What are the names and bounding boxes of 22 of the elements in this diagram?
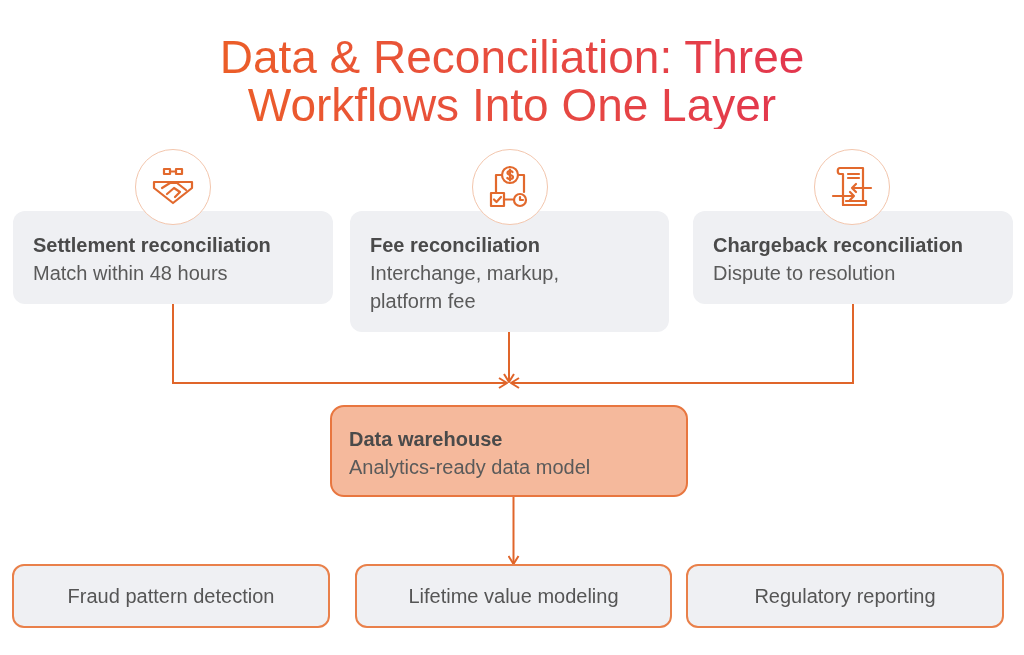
connector-arrow <box>507 496 520 565</box>
node-description: Analytics-ready data model <box>349 455 591 480</box>
node-description: Dispute to resolution <box>713 261 896 286</box>
node-title: Chargeback reconciliation <box>713 233 964 258</box>
process-card <box>350 211 669 332</box>
output-box <box>686 564 1004 628</box>
node-title: Data warehouse <box>349 427 503 452</box>
node-label: Fraud pattern detection <box>67 584 275 609</box>
node-title: Fee reconciliation <box>370 233 541 258</box>
highlighted-box <box>330 405 688 497</box>
node-description: Match within 48 hours <box>33 261 228 286</box>
output-box <box>355 564 672 628</box>
output-box <box>12 564 330 628</box>
node-title: Settlement reconciliation <box>33 233 271 258</box>
process-card <box>693 211 1013 304</box>
node-label: Lifetime value modeling <box>408 584 619 609</box>
connector-arrow <box>510 303 854 389</box>
connector-arrow <box>172 303 508 389</box>
connector-arrow <box>503 331 515 383</box>
process-card <box>13 211 333 304</box>
node-description: Interchange, markup, platform fee <box>370 261 560 314</box>
node-label: Regulatory reporting <box>754 584 936 609</box>
